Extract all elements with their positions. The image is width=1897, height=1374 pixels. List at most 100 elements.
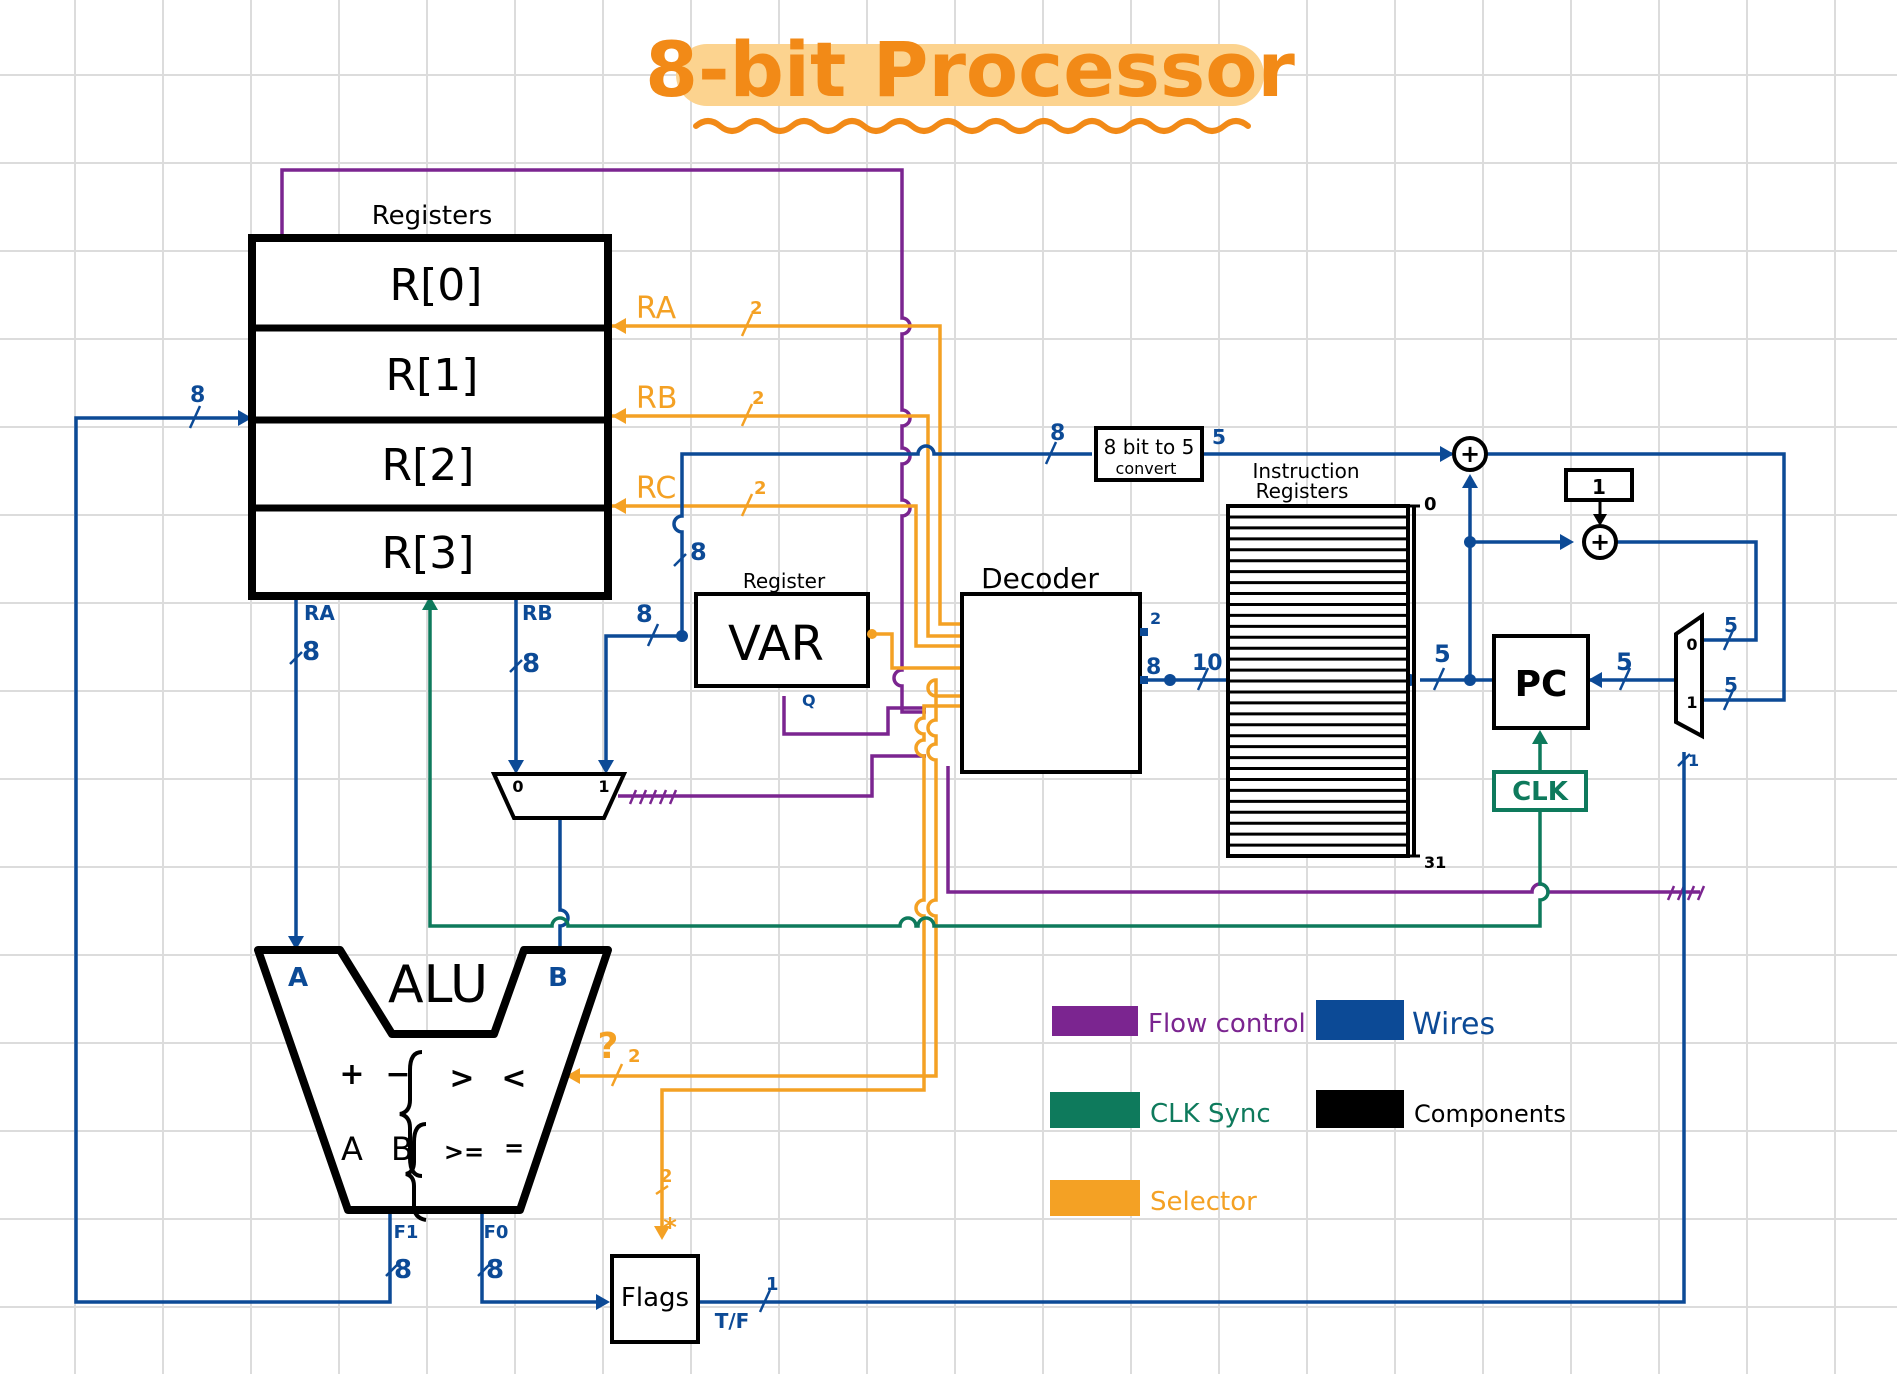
var-register-label: VAR	[728, 616, 824, 672]
flags-out-width-label: 1	[766, 1274, 779, 1295]
title-group: 8-bit Processor	[645, 25, 1295, 134]
alu-f0-wire	[480, 1210, 606, 1304]
alu-input-b-label: B	[548, 963, 568, 993]
register-file: Registers R[0] R[1] R[2] R[3]	[248, 201, 612, 600]
rb-width-label: 8	[522, 649, 540, 679]
mux-in1-width-label: 5	[1724, 673, 1738, 697]
mux-select-width-label: 1	[1688, 751, 1699, 770]
pc-label: PC	[1515, 664, 1568, 705]
legend-swatch-components	[1316, 1090, 1404, 1128]
var-register: Register VAR Q	[694, 569, 877, 710]
adder-to-mux-wire	[1486, 452, 1786, 702]
page-title: 8-bit Processor	[645, 25, 1295, 114]
title-underline	[693, 118, 1251, 134]
legend-label-components: Components	[1414, 1100, 1566, 1128]
legend-swatch-clk-sync	[1050, 1092, 1140, 1128]
convert-block: 8 bit to 5 convert	[1094, 426, 1204, 482]
var-register-out-label: Q	[802, 691, 816, 710]
instruction-registers-label-line2: Registers	[1256, 479, 1349, 503]
alu-op-eq: =	[504, 1134, 524, 1162]
title-highlight	[676, 44, 1264, 106]
alu-select-label: ?	[598, 1026, 619, 1067]
inc-adder-wire	[1614, 540, 1758, 642]
selector-ra-label: RA	[636, 291, 677, 326]
register-out-b-label: RB	[522, 601, 553, 625]
ra-select-wire	[612, 324, 960, 626]
mux-to-alu-b-wire	[558, 818, 570, 946]
adder-up-arrowhead	[1462, 474, 1478, 488]
clk-to-registers-wire	[428, 602, 1550, 928]
alu-op-sub: −	[385, 1057, 410, 1092]
clk-box	[1492, 770, 1588, 812]
branch-adder	[1452, 436, 1488, 472]
convert-box	[1094, 426, 1204, 482]
rb-arrowhead	[612, 408, 626, 424]
instruction-registers-bottom-index: 31	[1424, 853, 1446, 872]
legend-swatch-flow-control	[1052, 1006, 1138, 1036]
convert-label-line1: 8 bit to 5	[1104, 435, 1195, 459]
alu-label: ALU	[388, 955, 488, 1015]
program-counter: PC	[1492, 634, 1590, 730]
alu-op-add: +	[339, 1057, 364, 1092]
constant-one-label: 1	[1592, 475, 1606, 499]
constant-one-box	[1564, 468, 1634, 502]
selector-labels: RA RB RC 2 2 2 2 2	[628, 291, 767, 1187]
alu-op-gte: >=	[444, 1138, 484, 1166]
adders: + + 1	[1452, 436, 1634, 560]
rc-width-label: 8	[690, 538, 707, 566]
instruction-registers-top-index: 0	[1424, 494, 1437, 515]
flags-to-mux-wire	[698, 752, 1686, 1304]
alu-op-lt: <	[501, 1061, 526, 1096]
instruction-registers-label-line1: Instruction	[1252, 459, 1359, 483]
flags-out-label: T/F	[715, 1309, 750, 1333]
var-register-caption: Register	[743, 569, 826, 593]
rc-arrowhead	[612, 498, 626, 514]
register-r1: R[1]	[386, 350, 479, 401]
alu: ALU A B + − > < A B >= = F1 F0 ?	[254, 946, 619, 1243]
legend-swatch-selector	[1050, 1180, 1140, 1216]
branch-adder-symbol: +	[1460, 440, 1480, 468]
var-select-wire	[874, 632, 960, 670]
rc-select-wire	[612, 504, 960, 648]
pc-mux-body	[1674, 612, 1704, 740]
var-enable-flow-wire	[782, 696, 926, 736]
alu-select-arrowhead	[566, 1068, 580, 1084]
convert-in-width-label: 8	[1050, 421, 1065, 446]
selector-ra-width: 2	[750, 298, 763, 319]
operand-mux-in1: 1	[598, 777, 609, 796]
pc-mux-in1: 1	[1686, 693, 1697, 712]
var-in-width-label: 8	[636, 600, 653, 628]
alu-op-gt: >	[449, 1061, 474, 1096]
clk-sync-wires	[422, 596, 1550, 928]
register-in-arrowhead	[238, 410, 252, 426]
instruction-registers: Instruction Registers 0 31	[1226, 459, 1446, 872]
var-to-mux-wire	[604, 634, 682, 768]
flags-marker: *	[663, 1213, 677, 1243]
selector-rc-width: 2	[754, 478, 767, 499]
decoder-box	[960, 592, 1142, 774]
f0-width-label: 8	[486, 1255, 504, 1285]
increment-adder-symbol: +	[1590, 528, 1610, 556]
f1-width-label: 8	[394, 1255, 412, 1285]
ra-arrowhead	[612, 318, 626, 334]
register-out-a-label: RA	[304, 601, 335, 625]
pc-box	[1492, 634, 1590, 730]
clk-label: CLK	[1512, 777, 1569, 807]
mux-in0-arrowhead	[508, 760, 524, 774]
rc-data-wire	[672, 444, 1092, 636]
pc-mux: 0 1	[1674, 612, 1704, 740]
alu-op-b: B	[391, 1130, 413, 1168]
alu-a-arrowhead	[288, 936, 304, 950]
decoder-out-eight-label: 8	[1146, 655, 1161, 680]
pc-out-width-label: 5	[1616, 648, 1633, 676]
alu-f1-label: F1	[394, 1222, 419, 1243]
decoder-label: Decoder	[981, 562, 1099, 595]
inc-adder-arrowhead	[1560, 534, 1574, 550]
selector-rb-label: RB	[636, 381, 677, 416]
flags-label: Flags	[621, 1283, 689, 1313]
alu-brace	[399, 1050, 423, 1178]
legend: Flow control Wires CLK Sync Components S…	[1050, 1000, 1566, 1217]
adder-in-arrowhead	[1440, 446, 1454, 462]
register-r0: R[0]	[390, 260, 483, 311]
